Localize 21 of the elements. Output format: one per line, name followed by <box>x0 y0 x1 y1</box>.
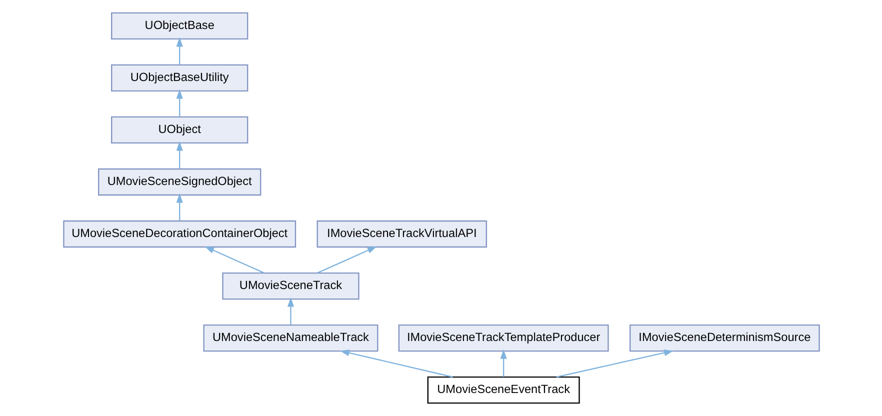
arrow <box>500 349 506 377</box>
node-box: UMovieSceneDecorationContainerObject <box>62 220 296 248</box>
arrow <box>176 89 182 117</box>
arrow <box>339 350 452 378</box>
node-box: IMovieSceneDeterminismSource <box>629 324 820 352</box>
arrow <box>556 350 674 378</box>
node-box: UMovieSceneTrack <box>222 272 359 300</box>
node-box: UObjectBase <box>110 12 248 40</box>
arrow <box>176 37 182 65</box>
arrow <box>176 141 182 169</box>
node-box: UMovieSceneEventTrack <box>426 376 580 404</box>
arrow <box>204 246 264 274</box>
node-box: UMovieSceneNameableTrack <box>202 324 378 352</box>
arrow <box>176 193 182 221</box>
node-box: UObject <box>110 116 248 144</box>
node-box: UMovieSceneSignedObject <box>98 168 261 196</box>
node-box: UObjectBaseUtility <box>110 64 248 92</box>
arrow <box>286 297 294 325</box>
node-box: IMovieSceneTrackTemplateProducer <box>398 324 608 352</box>
arrow <box>316 246 376 274</box>
node-box: IMovieSceneTrackVirtualAPI <box>316 220 487 248</box>
